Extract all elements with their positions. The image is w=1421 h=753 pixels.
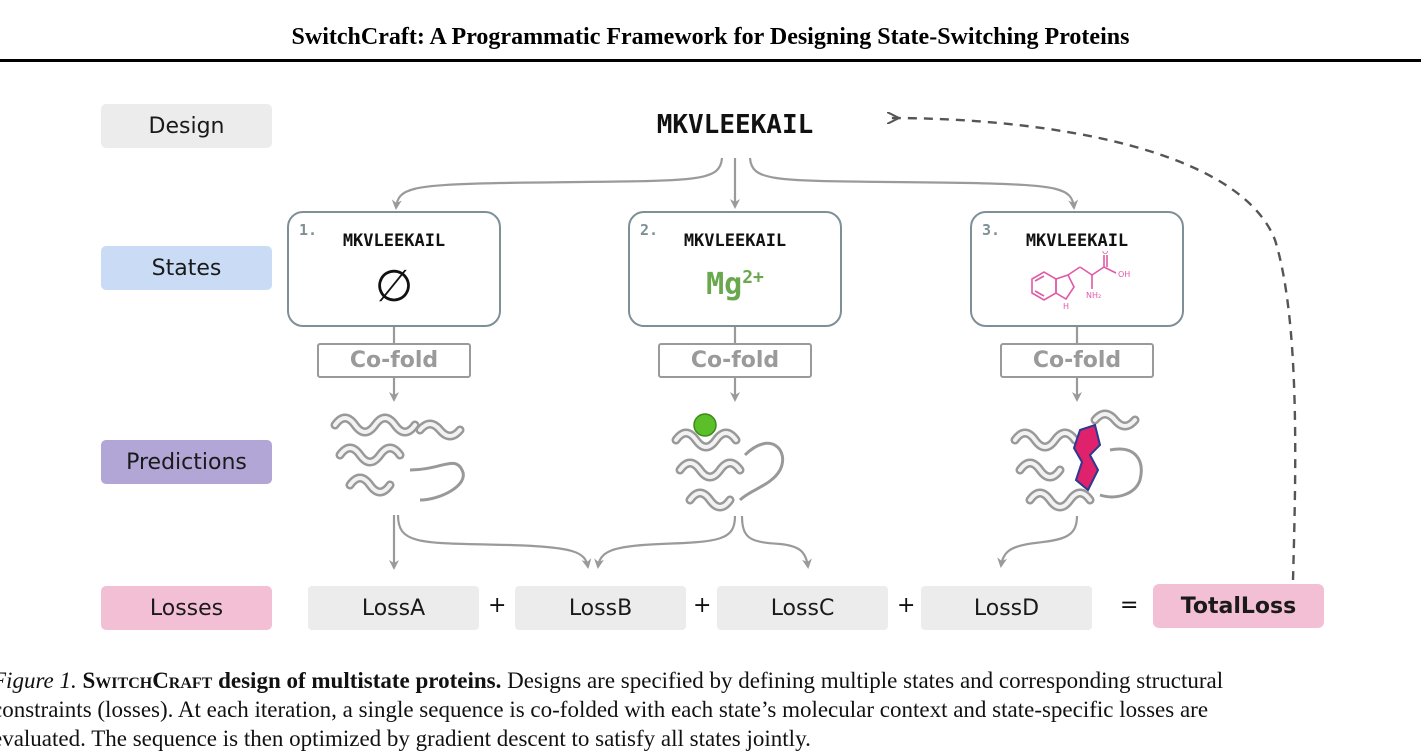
caption-title-name: SwitchCraft xyxy=(82,668,213,693)
caption-label: Figure 1. xyxy=(0,668,77,693)
arrow-pred2-lossC xyxy=(740,515,812,569)
state-box-3: 3. MKVLEEKAIL O OH NH₂ H xyxy=(970,211,1184,327)
state-box-2: 2. MKVLEEKAIL Mg2+ xyxy=(628,211,842,327)
running-title: SwitchCraft: A Programmatic Framework fo… xyxy=(291,24,1130,50)
empty-set-icon: ∅ xyxy=(374,261,414,312)
header-rule xyxy=(0,59,1421,62)
state-sequence: MKVLEEKAIL xyxy=(683,231,787,251)
state-number: 2. xyxy=(640,221,659,239)
caption-line-2: constraints (losses). At each iteration,… xyxy=(0,697,1209,722)
plus-operator: + xyxy=(693,593,712,618)
magnesium-ion-label: Mg2+ xyxy=(630,267,840,302)
caption-text: Designs are specified by defining multip… xyxy=(507,668,1224,693)
equals-operator: = xyxy=(1120,593,1139,618)
tryptophan-structure-icon: O OH NH₂ H xyxy=(1031,251,1130,311)
loss-d: LossD xyxy=(921,586,1092,630)
arrow-pred3-lossD xyxy=(997,515,1079,568)
magnesium-ion-sphere xyxy=(693,413,717,437)
row-label-states: States xyxy=(101,246,272,290)
state-sequence: MKVLEEKAIL xyxy=(342,231,446,251)
cofold-box-1: Co-fold xyxy=(317,343,471,378)
row-label-predictions: Predictions xyxy=(101,440,272,484)
plus-operator: + xyxy=(488,593,507,618)
row-label-losses: Losses xyxy=(101,586,272,630)
ion-symbol: Mg xyxy=(706,267,743,302)
caption-title: design of multistate proteins. xyxy=(218,668,502,693)
arrow-seq-to-state1 xyxy=(391,157,724,210)
arrow-pred2-lossB xyxy=(594,515,737,569)
arrow-seq-to-state3 xyxy=(748,157,1079,210)
molecule-label-nh: H xyxy=(1063,302,1069,311)
molecule-label-nh2: NH₂ xyxy=(1086,291,1101,300)
row-label-design: Design xyxy=(101,104,272,148)
loss-a: LossA xyxy=(308,586,479,630)
design-sequence: MKVLEEKAIL xyxy=(656,110,814,140)
caption-line-1: Figure 1. SwitchCraft design of multista… xyxy=(0,666,1421,695)
molecule-label-oh: OH xyxy=(1118,270,1130,279)
figure-caption: Figure 1. SwitchCraft design of multista… xyxy=(0,666,1421,753)
ion-charge: 2+ xyxy=(742,267,764,288)
arrow-pred1-lossB xyxy=(396,514,592,569)
ligand-binding-site xyxy=(1072,423,1102,492)
state-sequence: MKVLEEKAIL xyxy=(1025,231,1129,251)
total-loss: TotalLoss xyxy=(1153,584,1324,628)
loss-c: LossC xyxy=(717,586,888,630)
loss-b: LossB xyxy=(515,586,686,630)
cofold-box-2: Co-fold xyxy=(658,343,812,378)
state-number: 3. xyxy=(982,221,1001,239)
plus-operator: + xyxy=(897,593,916,618)
state-number: 1. xyxy=(299,221,318,239)
state-box-1: 1. MKVLEEKAIL ∅ xyxy=(287,211,501,327)
cofold-box-3: Co-fold xyxy=(1000,343,1154,378)
molecule-label-o: O xyxy=(1102,251,1108,256)
caption-line-3: evaluated. The sequence is then optimize… xyxy=(0,726,811,751)
